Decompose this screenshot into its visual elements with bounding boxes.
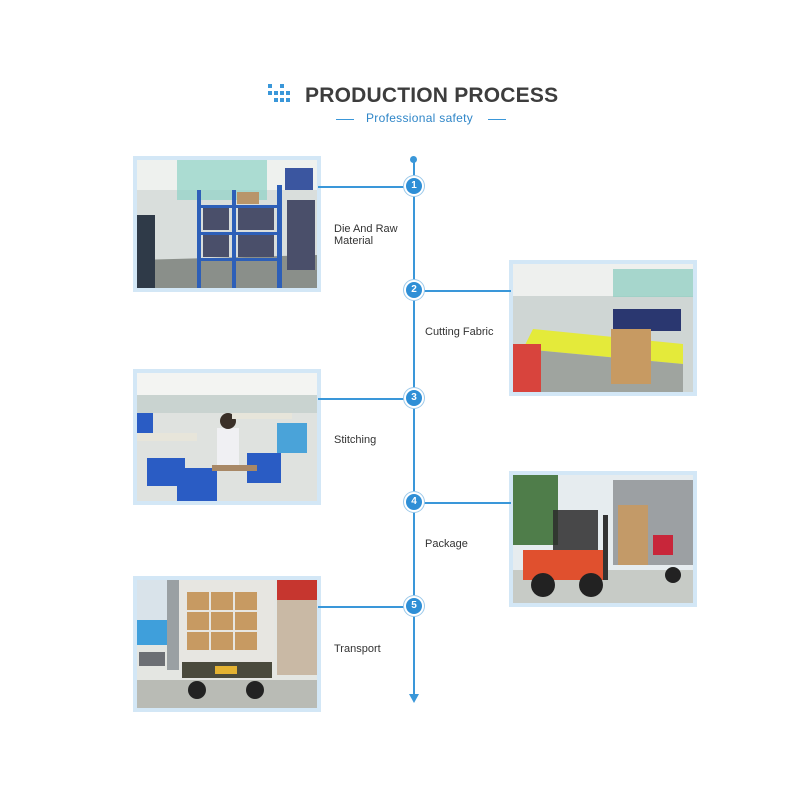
step-connector (318, 398, 413, 400)
step-label: Transport (334, 643, 381, 655)
step-label-line: Die And Raw (334, 223, 398, 235)
step-label-line: Package (425, 538, 468, 550)
sewing-workshop-photo (133, 369, 321, 505)
step-label-line: Stitching (334, 434, 377, 446)
step-connector (318, 606, 413, 608)
step-connector (415, 290, 511, 292)
timeline-start-dot (410, 156, 417, 163)
page-title: PRODUCTION PROCESS (305, 84, 559, 107)
step-number-badge: 2 (406, 282, 422, 298)
step-number-badge: 5 (406, 598, 422, 614)
step-connector (318, 186, 413, 188)
grid-dots-icon (268, 84, 290, 104)
warehouse-shelves-photo (133, 156, 321, 292)
step-label-line: Cutting Fabric (425, 326, 494, 338)
page-subtitle: Professional safety (366, 111, 474, 125)
step-label: Stitching (334, 434, 376, 446)
forklift-loading-photo (509, 471, 697, 607)
subtitle-right-rule (488, 119, 506, 120)
container-truck-photo (133, 576, 321, 712)
step-number-badge: 4 (406, 494, 422, 510)
subtitle-block: Professional safety (336, 111, 508, 127)
step-label-line: Material (334, 235, 374, 247)
step-label: Die And Raw Material (334, 223, 398, 247)
timeline-arrow-icon (409, 694, 419, 703)
step-number-badge: 1 (406, 178, 422, 194)
step-number-badge: 3 (406, 390, 422, 406)
timeline-axis (413, 160, 415, 696)
cutting-tables-photo (509, 260, 697, 396)
subtitle-left-rule (336, 119, 354, 120)
step-label-line: Transport (334, 643, 381, 655)
step-label: Cutting Fabric (425, 326, 493, 338)
step-label: Package (425, 538, 468, 550)
step-connector (415, 502, 511, 504)
